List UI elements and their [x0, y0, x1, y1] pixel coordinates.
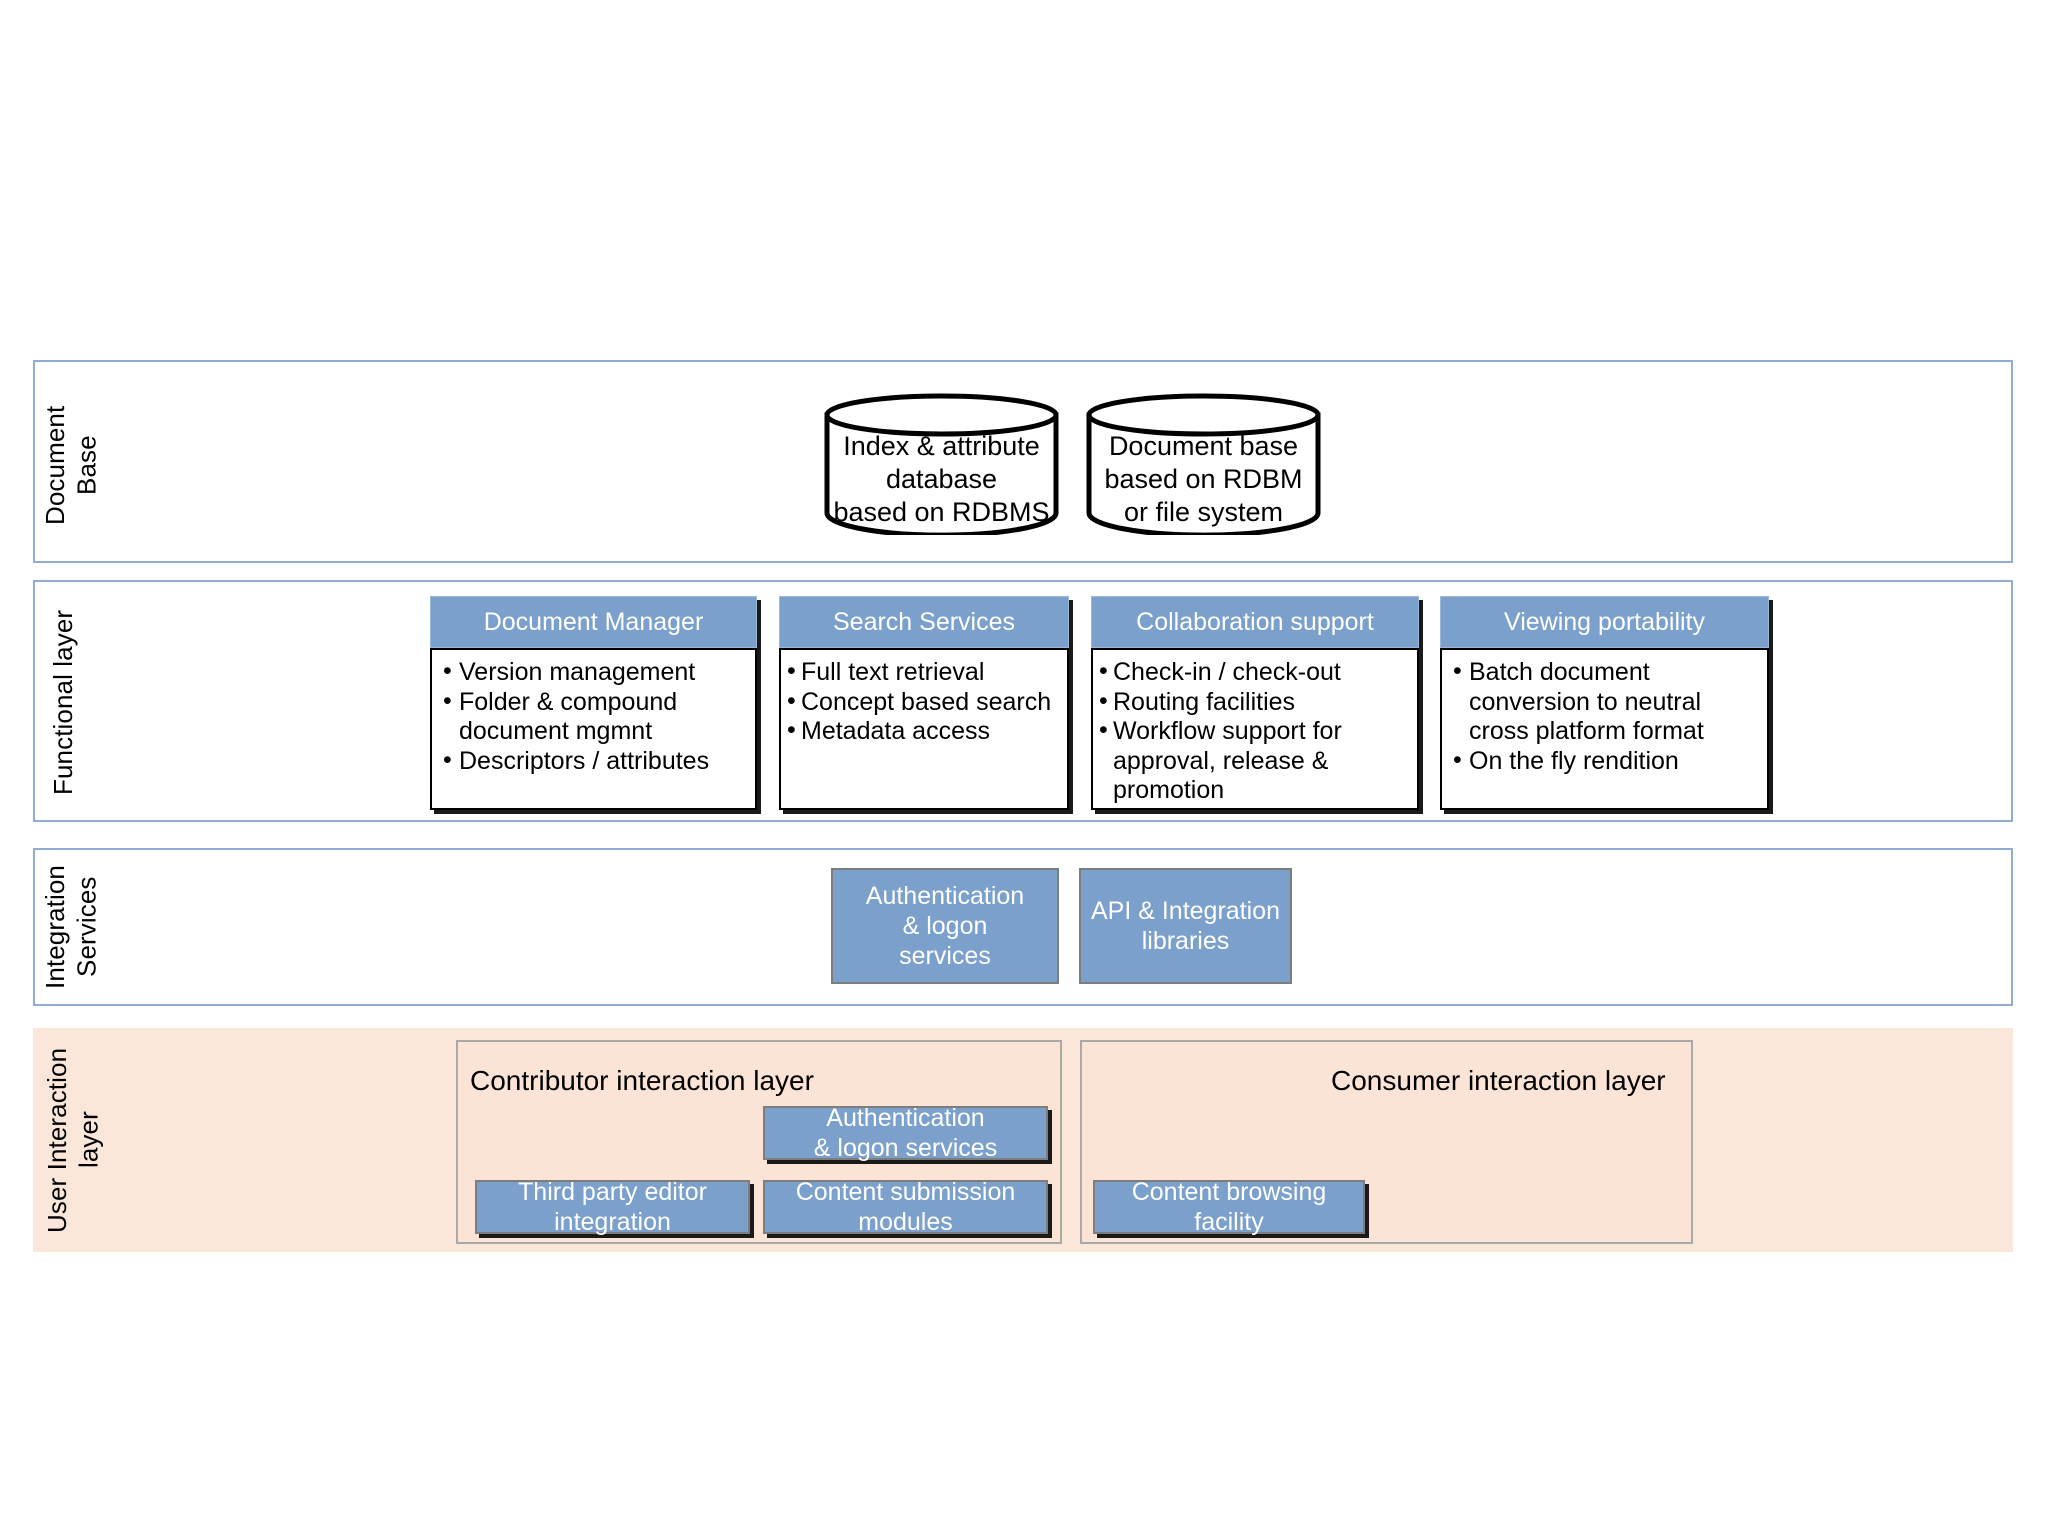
box-api-integration-libraries[interactable]: API & Integration libraries [1079, 868, 1292, 984]
card-header: Document Manager [430, 596, 757, 648]
card-body: Batch document conversion to neutral cro… [1440, 648, 1769, 810]
database-cylinder-icon [824, 393, 1059, 535]
band-label-user-interaction: User Interaction layer [42, 1047, 104, 1233]
bullet-list: Version management Folder & compound doc… [442, 657, 749, 777]
list-item: Workflow support for approval, release &… [1099, 716, 1411, 806]
list-item: Batch document conversion to neutral cro… [1452, 657, 1761, 747]
bullet-list: Full text retrieval Concept based search… [787, 657, 1061, 747]
band-label-document-base: Document Base [40, 405, 102, 525]
bullet-list: Check-in / check-out Routing facilities … [1099, 657, 1411, 806]
panel-title-contributor: Contributor interaction layer [470, 1065, 814, 1096]
bullet-list: Batch document conversion to neutral cro… [1452, 657, 1761, 777]
list-item: Folder & compound document mgmnt [442, 687, 749, 747]
card-header: Collaboration support [1091, 596, 1419, 648]
list-item: Routing facilities [1099, 687, 1411, 718]
box-content-browsing-facility[interactable]: Content browsing facility [1093, 1178, 1365, 1236]
card-body: Version management Folder & compound doc… [430, 648, 757, 810]
panel-title-consumer: Consumer interaction layer [1331, 1065, 1666, 1096]
list-item: Concept based search [787, 687, 1061, 718]
card-search-services[interactable]: Search Services Full text retrieval Conc… [779, 596, 1069, 810]
box-authentication-logon-services[interactable]: Authentication & logon services [831, 868, 1059, 984]
card-header: Viewing portability [1440, 596, 1769, 648]
box-third-party-editor-integration[interactable]: Third party editor integration [475, 1178, 750, 1236]
list-item: Metadata access [787, 716, 1061, 747]
list-item: Check-in / check-out [1099, 657, 1411, 688]
list-item: Version management [442, 657, 749, 688]
cylinder-document-base-store: Document base based on RDBM or file syst… [1085, 393, 1322, 535]
cylinder-label: Index & attribute database based on RDBM… [833, 431, 1050, 527]
list-item: Descriptors / attributes [442, 746, 749, 777]
card-body: Full text retrieval Concept based search… [779, 648, 1069, 810]
box-content-submission-modules[interactable]: Content submission modules [763, 1178, 1048, 1236]
cylinder-label: Document base based on RDBM or file syst… [1104, 431, 1303, 527]
card-document-manager[interactable]: Document Manager Version management Fold… [430, 596, 757, 810]
card-collaboration-support[interactable]: Collaboration support Check-in / check-o… [1091, 596, 1419, 810]
database-cylinder-icon [1086, 393, 1321, 535]
card-body: Check-in / check-out Routing facilities … [1091, 648, 1419, 810]
band-label-integration-services: Integration Services [40, 865, 102, 989]
list-item: Full text retrieval [787, 657, 1061, 688]
cylinder-index-attribute-database: Index & attribute database based on RDBM… [823, 393, 1060, 535]
card-header: Search Services [779, 596, 1069, 648]
box-contributor-authentication-logon-services[interactable]: Authentication & logon services [763, 1104, 1048, 1162]
band-label-functional-layer: Functional layer [48, 609, 78, 796]
card-viewing-portability[interactable]: Viewing portability Batch document conve… [1440, 596, 1769, 810]
list-item: On the fly rendition [1452, 746, 1761, 777]
